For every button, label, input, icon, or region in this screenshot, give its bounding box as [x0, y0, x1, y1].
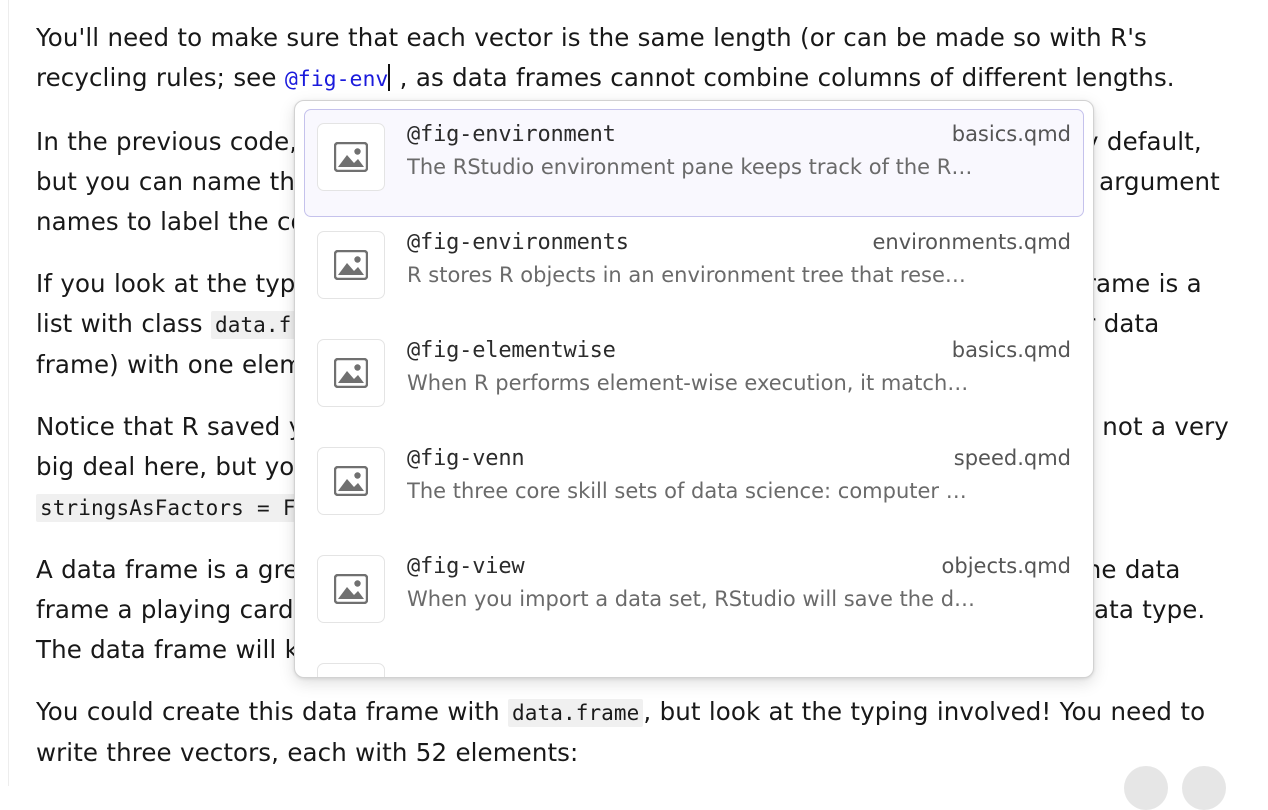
xref-suggestion-description: When R performs element-wise execution, …	[407, 371, 969, 395]
xref-suggestion-file: basics.qmd	[951, 122, 1071, 146]
text-cursor	[388, 64, 391, 91]
image-thumbnail-icon	[317, 555, 385, 623]
editor-gutter-rule	[8, 0, 9, 786]
xref-suggestion-file: environments.qmd	[872, 230, 1071, 254]
xref-suggestion-file: basics.qmd	[951, 338, 1071, 362]
inline-code-span: data.frame	[507, 699, 644, 727]
xref-suggestion-item[interactable]	[304, 649, 1084, 677]
xref-suggestion-id: @fig-environments	[407, 230, 629, 255]
xref-suggestion-file: objects.qmd	[941, 554, 1071, 578]
xref-suggestion-id: @fig-venn	[407, 446, 525, 471]
xref-suggestion-header: @fig-elementwise basics.qmd	[407, 338, 1071, 363]
image-thumbnail-icon	[317, 663, 385, 677]
xref-suggestion-header: @fig-environments environments.qmd	[407, 230, 1071, 255]
xref-suggestion-text: @fig-environments environments.qmd R store…	[407, 228, 1071, 287]
xref-suggestion-header: @fig-environment basics.qmd	[407, 122, 1071, 147]
xref-suggestion-text	[407, 660, 1071, 670]
xref-suggestion-description: R stores R objects in an environment tre…	[407, 263, 966, 287]
document-paragraph: You could create this data frame with da…	[36, 697, 1206, 767]
xref-suggestion-description: The three core skill sets of data scienc…	[407, 479, 967, 503]
image-thumbnail-icon	[317, 123, 385, 191]
xref-suggestion-item[interactable]: @fig-environments environments.qmd R store…	[304, 217, 1084, 325]
xref-suggestion-description: The RStudio environment pane keeps track…	[407, 155, 973, 179]
xref-suggestion-id: @fig-environment	[407, 122, 616, 147]
xref-token[interactable]: @fig-env	[284, 67, 389, 92]
xref-suggestion-file: speed.qmd	[953, 446, 1071, 470]
floating-action-button-left[interactable]	[1124, 766, 1168, 810]
floating-action-button-right[interactable]	[1182, 766, 1226, 810]
image-thumbnail-icon	[317, 447, 385, 515]
xref-suggestion-description: When you import a data set, RStudio will…	[407, 587, 976, 611]
document-paragraph: You'll need to make sure that each vecto…	[36, 23, 1175, 92]
xref-suggestion-id: @fig-view	[407, 554, 525, 579]
xref-suggestion-header: @fig-venn speed.qmd	[407, 446, 1071, 471]
xref-suggestion-header: @fig-view objects.qmd	[407, 554, 1071, 579]
image-thumbnail-icon	[317, 339, 385, 407]
xref-suggestion-id: @fig-elementwise	[407, 338, 616, 363]
image-thumbnail-icon	[317, 231, 385, 299]
